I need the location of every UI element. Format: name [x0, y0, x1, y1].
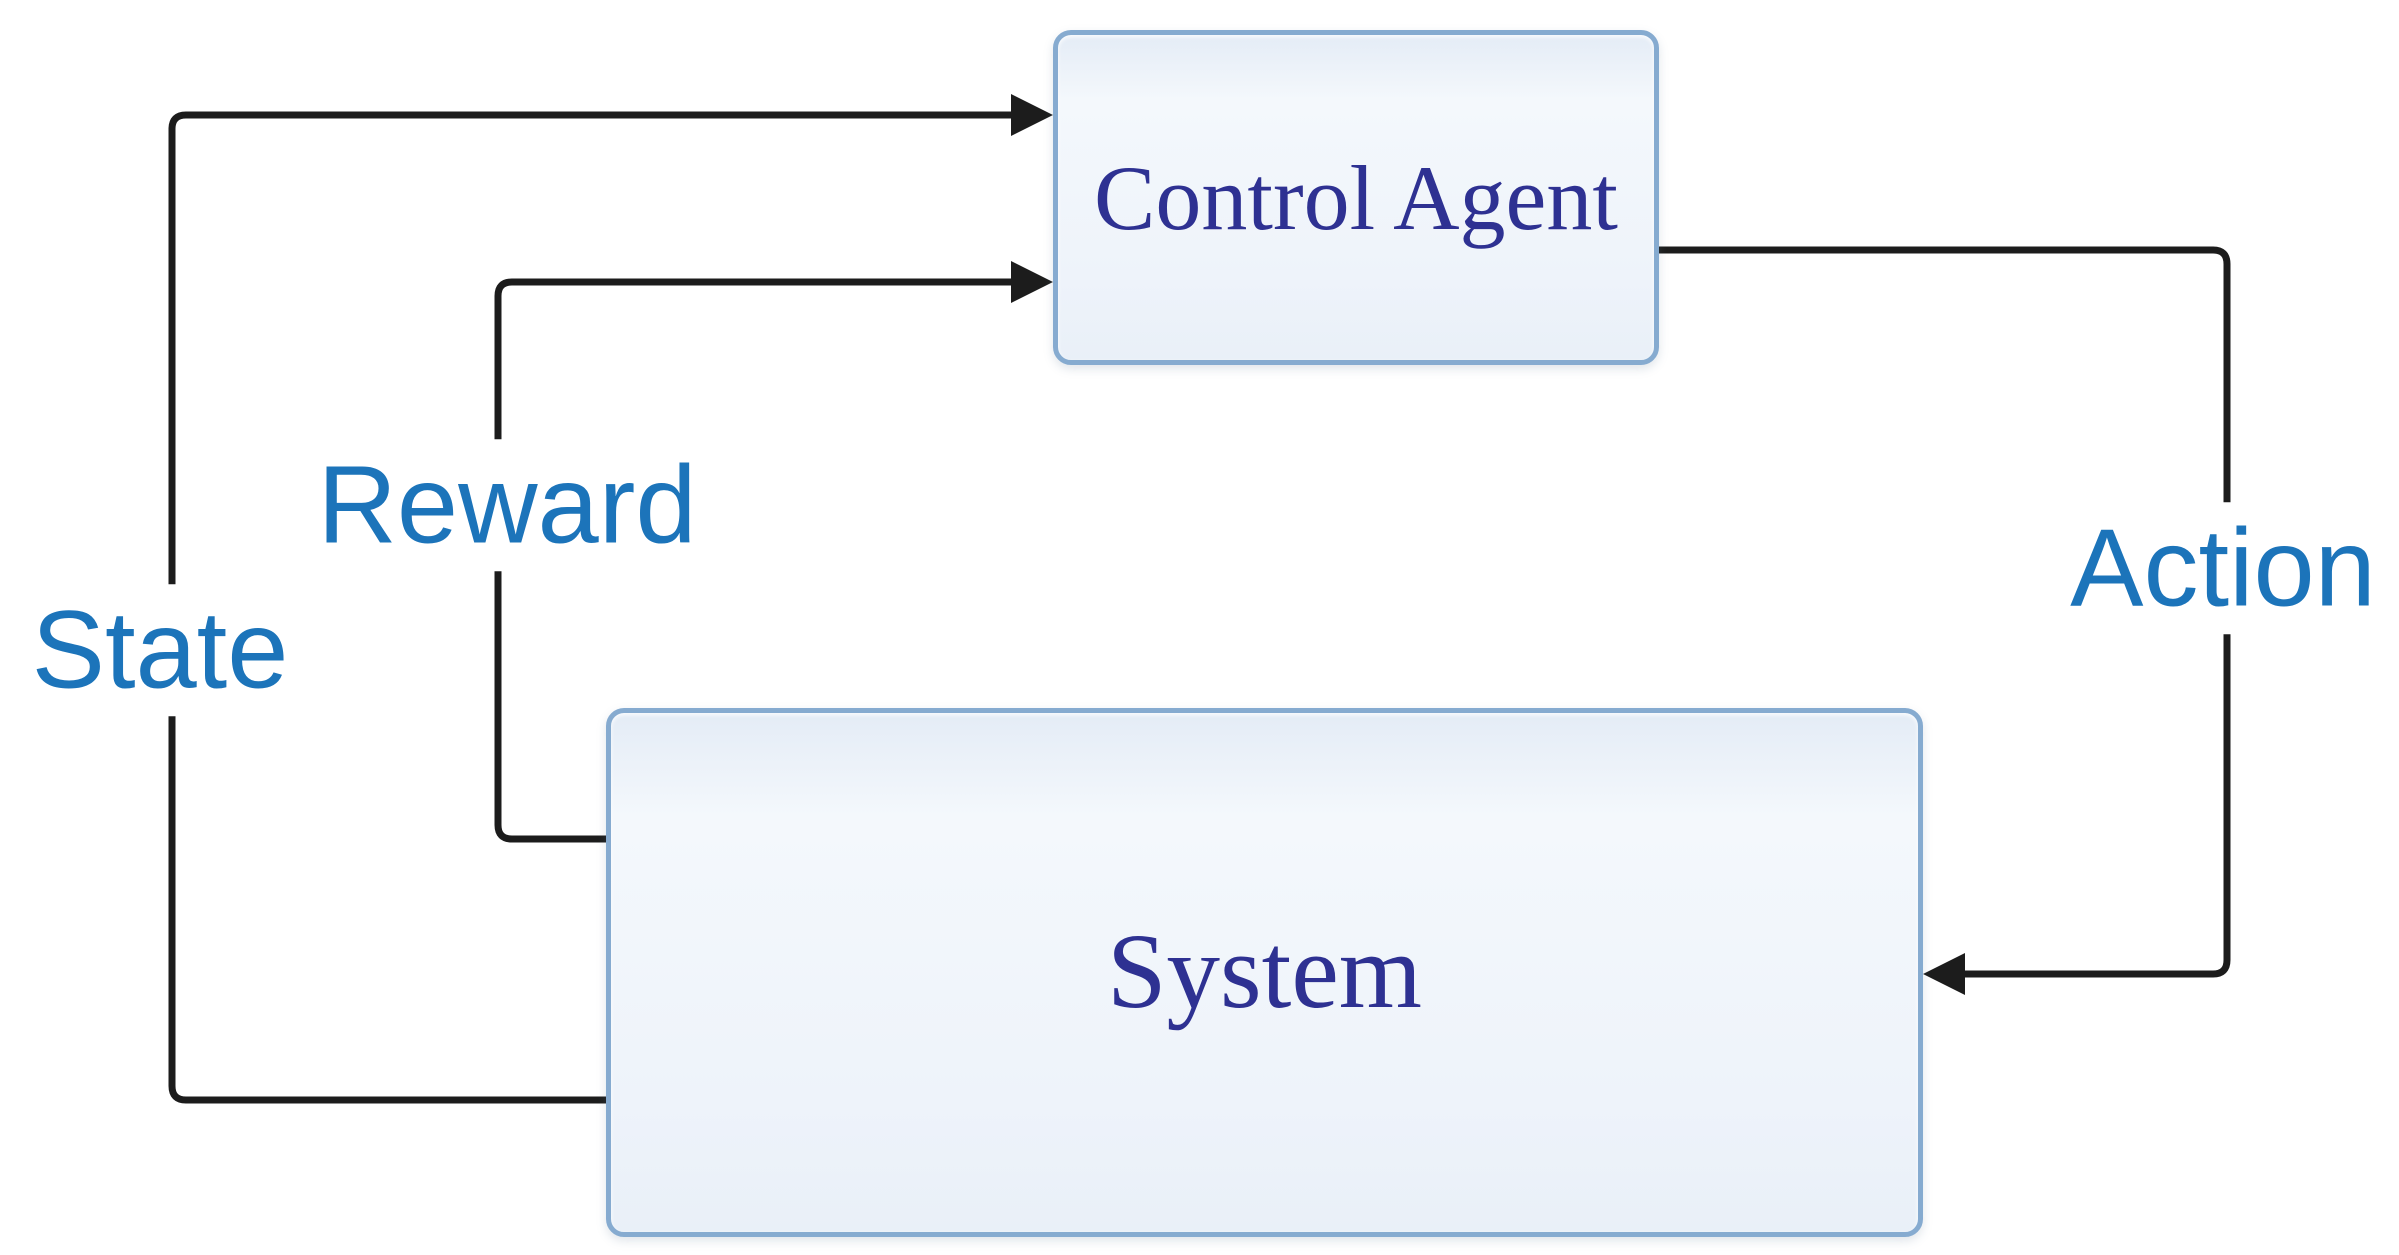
action-arrowhead-icon	[1923, 953, 1965, 995]
control-agent-label: Control Agent	[1094, 146, 1618, 249]
edge-label-action: Action	[2056, 502, 2390, 634]
node-system: System	[606, 708, 1923, 1237]
edge-label-reward: Reward	[303, 439, 711, 571]
node-control-agent: Control Agent	[1053, 30, 1659, 365]
edge-label-state: State	[17, 584, 303, 716]
system-label: System	[1106, 913, 1423, 1031]
reward-arrowhead-icon	[1011, 261, 1053, 303]
state-arrowhead-icon	[1011, 94, 1053, 136]
